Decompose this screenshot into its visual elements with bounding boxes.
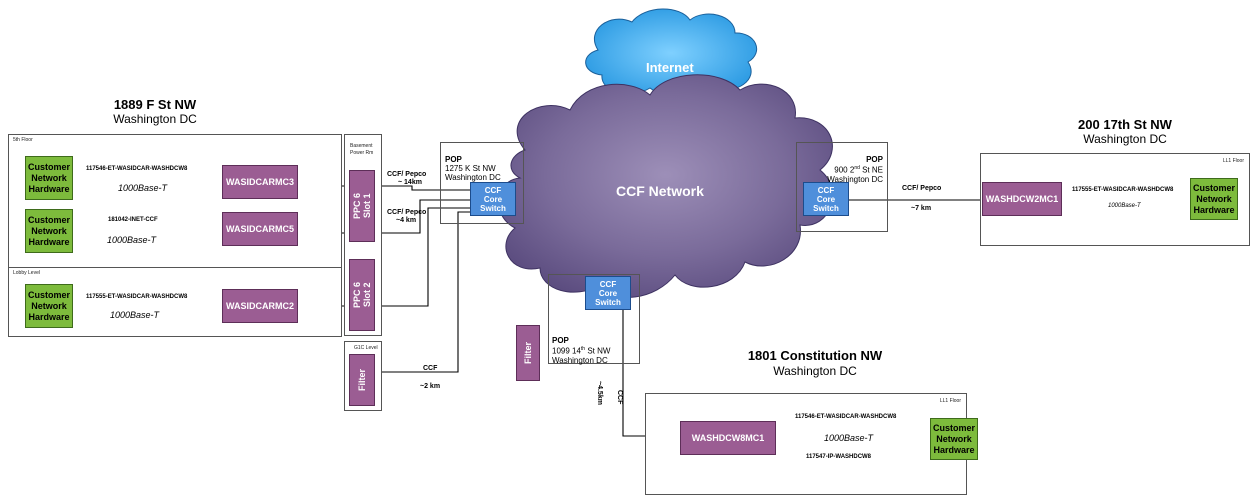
floor-label: Lobby Level <box>13 270 40 276</box>
g1c-distance-label: ~2 km <box>420 383 441 390</box>
south-carrier-text: CCF <box>616 390 623 405</box>
mc5-carrier-label: CCF/ Pepco <box>387 209 427 216</box>
pop-2nd-addr2: Washington DC <box>827 174 883 184</box>
pop-k-address: 1275 K St NW Washington DC <box>445 164 501 182</box>
g1c-label: G1C Level <box>354 345 378 351</box>
filter-14th-st: Filter <box>516 325 540 381</box>
site-1889-subtitle: Washington DC <box>113 112 197 126</box>
circuit-id: 117546-ET-WASIDCAR-WASHDCW8 <box>86 166 188 172</box>
floor-label: LL1 Floor <box>939 398 961 404</box>
circuit-id: 117555-ET-WASIDCAR-WASHDCW8 <box>1072 187 1174 193</box>
circuit-id-top: 117546-ET-WASIDCAR-WASHDCW8 <box>795 414 897 420</box>
mc3-carrier-label: CCF/ Pepco <box>387 171 427 178</box>
site-1889-title: 1889 F St NW <box>113 97 197 112</box>
ccf-network-label: CCF Network <box>616 183 704 199</box>
ppc6-slot1: PPC 6 Slot 1 <box>349 170 375 242</box>
pop-2nd-title: POP <box>866 155 883 164</box>
pop-2nd-sup: nd <box>854 165 860 171</box>
g1c-carrier-label: CCF <box>423 365 438 372</box>
floor-label: 5th Floor <box>13 137 33 143</box>
filter-g1c: Filter <box>349 354 375 406</box>
ccf-core-switch-14th-st: CCF Core Switch <box>585 276 631 310</box>
site-200-title: 200 17th St NW <box>1078 117 1172 132</box>
site-1801-subtitle: Washington DC <box>773 364 857 378</box>
device-washdcw2mc1: WASHDCW2MC1 <box>982 182 1062 216</box>
pop-2nd-addr1-rest: St NE <box>859 165 883 175</box>
device-washdcw8mc1: WASHDCW8MC1 <box>680 421 776 455</box>
customer-hardware-1: Customer Network Hardware <box>25 156 73 200</box>
pop-k-title: POP <box>445 155 462 164</box>
customer-hardware-3: Customer Network Hardware <box>25 284 73 328</box>
pop-14th-addr1: 1099 14 <box>552 346 581 356</box>
link-speed: 1000Base-T <box>118 183 168 193</box>
basement-label: Basement Power Rm <box>350 143 374 156</box>
site-200-subtitle: Washington DC <box>1083 132 1167 146</box>
link-speed: 1000Base-T <box>1108 203 1141 209</box>
mc5-distance-label: ~4 km <box>396 217 417 224</box>
east-carrier-label: CCF/ Pepco <box>902 185 942 192</box>
customer-hardware-200: Customer Network Hardware <box>1190 178 1238 220</box>
ccf-core-switch-2nd-st: CCF Core Switch <box>803 182 849 216</box>
circuit-id-bottom: 117547-IP-WASHDCW8 <box>806 454 872 460</box>
south-distance-label: ~4.5km <box>596 381 603 405</box>
customer-hardware-1801: Customer Network Hardware <box>930 418 978 460</box>
pop-14th-addr2: Washington DC <box>552 355 608 365</box>
pop-2nd-addr1: 900 2 <box>834 165 855 175</box>
circuit-id: 117555-ET-WASIDCAR-WASHDCW8 <box>86 294 188 300</box>
mc3-distance-label: ~ 14km <box>398 179 422 186</box>
internet-label: Internet <box>646 60 694 75</box>
link-speed: 1000Base-T <box>107 235 157 245</box>
floor-label: LL1 Floor <box>1222 158 1244 164</box>
circuit-id: 181042-INET-CCF <box>108 217 158 223</box>
link-speed: 1000Base-T <box>110 310 160 320</box>
pop-14th-addr1-rest: St NW <box>585 346 611 356</box>
ccf-core-switch-k-st: CCF Core Switch <box>470 182 516 216</box>
link-speed: 1000Base-T <box>824 433 874 443</box>
ppc6-slot2: PPC 6 Slot 2 <box>349 259 375 331</box>
device-wasidcarmc2: WASIDCARMC2 <box>222 289 298 323</box>
ccf-network-cloud <box>498 74 834 298</box>
customer-hardware-2: Customer Network Hardware <box>25 209 73 253</box>
east-distance-label: ~7 km <box>911 205 932 212</box>
device-wasidcarmc5: WASIDCARMC5 <box>222 212 298 246</box>
south-distance-text: ~4.5km <box>596 381 603 405</box>
pop-14th-sup: th <box>580 346 586 352</box>
south-carrier-label: CCF <box>616 390 623 404</box>
site-1801-title: 1801 Constitution NW <box>747 348 883 363</box>
device-wasidcarmc3: WASIDCARMC3 <box>222 165 298 199</box>
pop-14th-title: POP <box>552 336 569 345</box>
